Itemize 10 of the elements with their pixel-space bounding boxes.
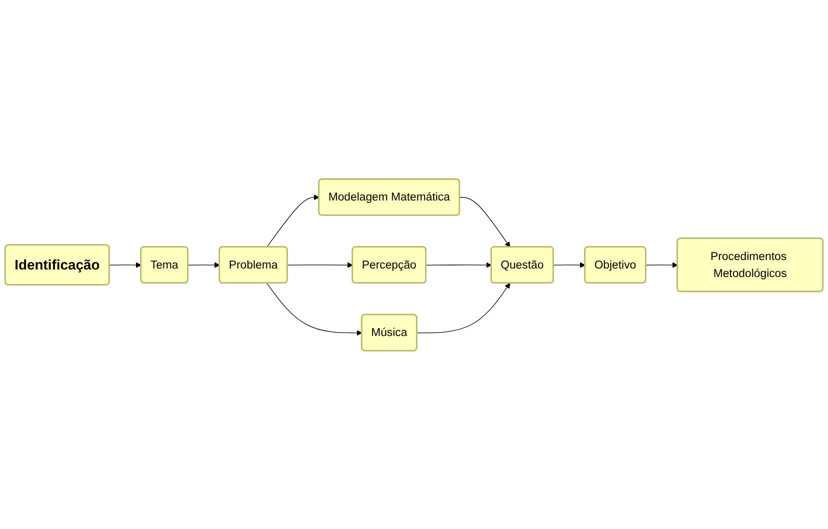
arrow bbox=[553, 262, 586, 268]
arrow bbox=[266, 282, 362, 336]
arrow bbox=[416, 282, 510, 333]
arrow bbox=[188, 262, 220, 268]
arrow bbox=[287, 262, 353, 268]
arrow bbox=[459, 196, 510, 248]
arrow bbox=[646, 262, 678, 268]
arrow bbox=[109, 262, 142, 268]
arrow bbox=[266, 194, 320, 248]
arrow bbox=[426, 262, 492, 268]
